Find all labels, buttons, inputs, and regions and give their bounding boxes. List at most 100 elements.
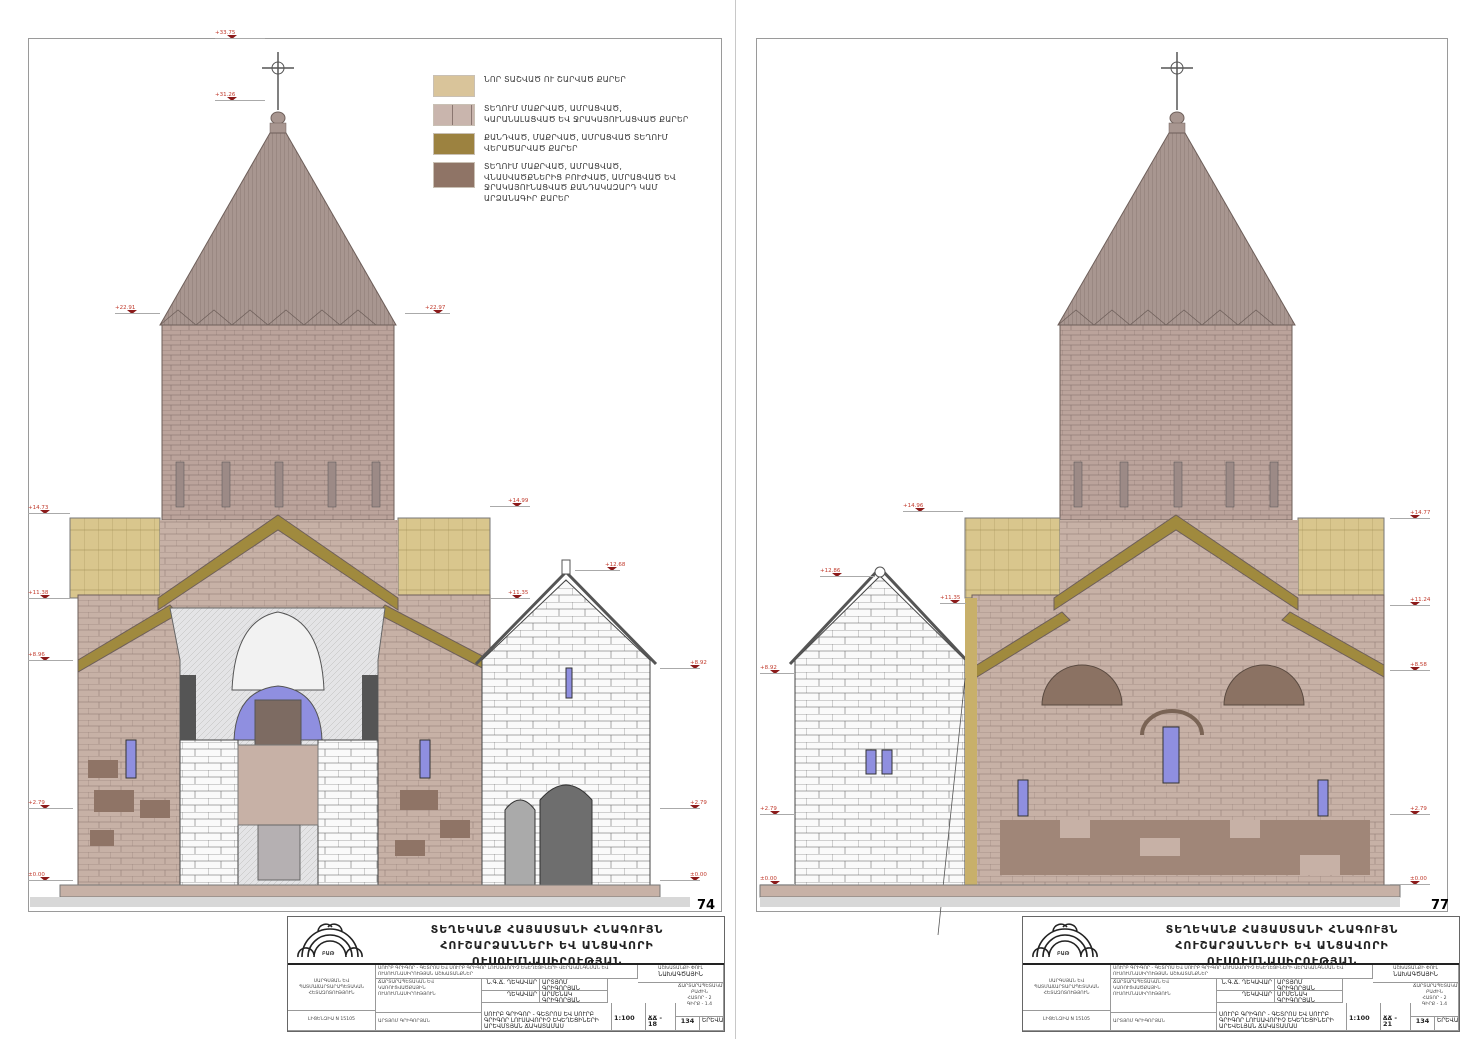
- elevation-marker: +11.38: [28, 590, 70, 599]
- person2-name: ԱՐՄԵՆԱԿ ԳՐԻԳՈՐՅԱՆ: [540, 991, 608, 1003]
- logo-text: ԲԱԹ: [1057, 951, 1070, 957]
- elevation-marker: +8.92: [760, 665, 795, 674]
- elevation-marker: +2.79: [760, 806, 795, 815]
- elevation-marker: ±0.00: [760, 876, 795, 885]
- roles-cell: ՃԱՐՏԱՐԱՊԵՏԱԿԱՆ ԵՎ ԿԱՌՈՒՑՎԱԾՔԱՅԻՆ ՈՒՍՈՒՄՆ…: [376, 979, 482, 1013]
- elevation-marker: +14.73: [28, 505, 70, 514]
- stage-label: ԱՇԽԱՏԱՆՔԻ ՓՈՒԼ: [1393, 966, 1438, 971]
- volume-line: ԲԱԺԻՆ: [691, 990, 708, 995]
- sheet-number: 77: [1431, 898, 1450, 913]
- sheet-number: 74: [697, 898, 716, 913]
- person2-role: ՂԵԿԱՎԱՐ: [1217, 991, 1275, 1003]
- person1-name: ԱՐՏՅՈՄ ԳՐԻԳՈՐՅԱՆ: [1275, 979, 1343, 991]
- person1-role: Ն.Գ.Ճ. ՂԵԿԱՎԱՐ: [1217, 979, 1275, 991]
- legend-label: ՏԵՂՈՒՄ ՄԱՔՐՎԱԾ, ԱՄՐԱՑՎԱԾ, ԿԱՐԱՆԱԼԱՑՎԱԾ Ե…: [484, 104, 689, 124]
- elevation-marker: +2.79: [1390, 806, 1430, 815]
- project-cell: ՍՈՒՐԲ ԳՐԻԳՈՐ - ԳԵՏՐՈՍ ԵՎ ՍՈՒՐԲ ԳՐԻԳՈՐ ԼՈ…: [376, 965, 638, 979]
- license-cell: ԼԻՑԵՆԶԻԱ N 15105: [288, 1011, 376, 1031]
- sheet-code: ՃՃ - 18: [646, 1003, 676, 1031]
- stage-value: ՆԱԽԱԳԾԱՅԻՆ: [658, 972, 703, 978]
- elevation-marker: +11.24: [1390, 597, 1430, 606]
- person1-role: Ն.Գ.Ճ. ՂԵԿԱՎԱՐ: [482, 979, 540, 991]
- cross-icon: [262, 52, 294, 110]
- elevation-marker: +22.97: [405, 305, 450, 314]
- person2-role: ՂԵԿԱՎԱՐ: [482, 991, 540, 1003]
- title-block: ԲԱԹ ՏԵՂԵԿԱՆՔ ՀԱՅԱՍՏԱՆԻ ՀՆԱԳՈՒՅՆ ՀՈՒՇԱՐՁԱ…: [1022, 916, 1460, 1032]
- project-cell: ՍՈՒՐԲ ԳՐԻԳՈՐ - ԳԵՏՐՈՍ ԵՎ ՍՈՒՐԲ ԳՐԻԳՈՐ ԼՈ…: [1111, 965, 1373, 979]
- license-cell: ԼԻՑԵՆԶԻԱ N 15105: [1023, 1011, 1111, 1031]
- elevation-marker: ±0.00: [1390, 876, 1430, 885]
- city: ԵՐԵՎԱՆ: [1435, 1017, 1459, 1031]
- roles-cell: ՃԱՐՏԱՐԱՊԵՏԱԿԱՆ ԵՎ ԿԱՌՈՒՑՎԱԾՔԱՅԻՆ ՈՒՍՈՒՄՆ…: [1111, 979, 1217, 1013]
- legend-swatch: [433, 75, 475, 97]
- east-elevation-drawing: [759, 52, 1401, 936]
- legend: ՆՈՐ ՏԱՇՎԱԾ ՈՒ ՇԱՐՎԱԾ ՔԱՐԵՐ ՏԵՂՈՒՄ ՄԱՔՐՎԱ…: [433, 75, 693, 211]
- legend-swatch: [433, 162, 475, 188]
- volume-line: ԳԻՐՔ - 1.4: [686, 1002, 713, 1007]
- legend-label: ՆՈՐ ՏԱՇՎԱԾ ՈՒ ՇԱՐՎԱԾ ՔԱՐԵՐ: [484, 75, 627, 84]
- scale-value: 1:100: [612, 1003, 646, 1031]
- legend-item-damaged-carved: ՏԵՂՈՒՄ ՄԱՔՐՎԱԾ, ԱՄՐԱՑՎԱԾ, ՎՆԱՍՎԱԾՔՆԵՐԻՑ …: [433, 162, 693, 204]
- author-cell: ԱՐՏՅՈՄ ԳՐԻԳՈՐՅԱՆ: [1111, 1013, 1217, 1031]
- elevation-marker: ±0.00: [28, 872, 73, 881]
- elevation-marker: +14.77: [1390, 510, 1430, 519]
- legend-item-existing-restored: ՏԵՂՈՒՄ ՄԱՔՐՎԱԾ, ԱՄՐԱՑՎԱԾ, ԿԱՐԱՆԱԼԱՑՎԱԾ Ե…: [433, 104, 693, 126]
- legend-item-new-stone: ՆՈՐ ՏԱՇՎԱԾ ՈՒ ՇԱՐՎԱԾ ՔԱՐԵՐ: [433, 75, 693, 97]
- person1-name: ԱՐՏՅՈՄ ԳՐԻԳՈՐՅԱՆ: [540, 979, 608, 991]
- stage-value: ՆԱԽԱԳԾԱՅԻՆ: [1393, 972, 1438, 978]
- elevation-marker: +8.58: [1390, 662, 1430, 671]
- scale-value: 1:100: [1347, 1003, 1381, 1031]
- legend-label: ՔԱՆԴՎԱԾ, ՄԱՔՐՎԱԾ, ԱՄՐԱՑՎԱԾ ՏԵՂՈՒՄ ՎԵՐԱԾԱ…: [484, 133, 669, 153]
- divider: [288, 963, 724, 965]
- org-cell: ՍԱՐԳՍՅԱՆ ԵՎ ՊԱՏՄԱՃԱՐՏԱՐԱՊԵՏԱԿԱՆ ՀԵՏԱԶՈՏՈ…: [1023, 965, 1111, 1011]
- sheet-description: ՍՈՒՐԲ ԳՐԻԳՈՐ - ԳԵՏՐՈՍ ԵՎ ՍՈՒՐԲ ԳՐԻԳՈՐ ԼՈ…: [482, 1003, 612, 1031]
- volume-line: ՃԱՐՏԱՐԱՊԵՏԱԿԱՆ: [678, 984, 724, 989]
- logo-icon: [297, 923, 363, 958]
- volume-line: ԳԻՐՔ - 1.4: [1421, 1002, 1448, 1007]
- logo-text: ԲԱԹ: [322, 951, 335, 957]
- legend-swatch: [433, 133, 475, 155]
- volume-cell: ՃԱՐՏԱՐԱՊԵՏԱԿԱՆ ԲԱԺԻՆ ՀԱՏՈՐ - 2 ԳԻՐՔ - 1.…: [676, 983, 724, 1017]
- elevation-marker: +14.99: [490, 498, 530, 507]
- volume-line: ՃԱՐՏԱՐԱՊԵՏԱԿԱՆ: [1413, 984, 1459, 989]
- org-cell: ՍԱՐԳՍՅԱՆ ԵՎ ՊԱՏՄԱՃԱՐՏԱՐԱՊԵՏԱԿԱՆ ՀԵՏԱԶՈՏՈ…: [288, 965, 376, 1011]
- elevation-marker: +14.96: [903, 503, 963, 512]
- logo-icon: [1032, 923, 1098, 958]
- person2-name: ԱՐՄԵՆԱԿ ԳՐԻԳՈՐՅԱՆ: [1275, 991, 1343, 1003]
- elevation-marker: +11.35: [940, 595, 966, 604]
- drawing-sheet-right: ՍՈՒՐԲ ԳՐԻԳՈՐ-ՊԵՏՐՈՍ ԵՎ ՍՈՒՐԲ ԳՐԻԳՈՐ ԼՈՒՍ…: [736, 0, 1470, 1039]
- elevation-marker: +11.35: [490, 590, 530, 599]
- elevation-marker: ±0.00: [660, 872, 707, 881]
- title-block: ԲԱԹ ՏԵՂԵԿԱՆՔ ՀԱՅԱՍՏԱՆԻ ՀՆԱԳՈՒՅՆ ՀՈՒՇԱՐՁԱ…: [287, 916, 725, 1032]
- cross-icon: [1161, 52, 1193, 110]
- volume-line: ԲԱԺԻՆ: [1426, 990, 1443, 995]
- elevation-marker: +22.91: [115, 305, 160, 314]
- elevation-marker: +33.75: [215, 30, 265, 39]
- legend-swatch: [433, 104, 475, 126]
- elevation-marker: +2.79: [28, 800, 73, 809]
- drawing-frame: [28, 38, 722, 912]
- legend-label: ՏԵՂՈՒՄ ՄԱՔՐՎԱԾ, ԱՄՐԱՑՎԱԾ, ՎՆԱՍՎԱԾՔՆԵՐԻՑ …: [484, 162, 676, 203]
- total-sheets: 134: [1411, 1017, 1435, 1031]
- volume-line: ՀԱՏՈՐ - 2: [687, 996, 712, 1001]
- volume-line: ՀԱՏՈՐ - 2: [1422, 996, 1447, 1001]
- city: ԵՐԵՎԱՆ: [700, 1017, 724, 1031]
- sheet-description: ՍՈՒՐԲ ԳՐԻԳՈՐ - ԳԵՏՐՈՍ ԵՎ ՍՈՒՐԲ ԳՐԻԳՈՐ ԼՈ…: [1217, 1003, 1347, 1031]
- divider: [1023, 963, 1459, 965]
- elevation-marker: +12.86: [820, 568, 875, 577]
- elevation-marker: +2.79: [660, 800, 707, 809]
- elevation-marker: +8.92: [660, 660, 707, 669]
- volume-cell: ՃԱՐՏԱՐԱՊԵՏԱԿԱՆ ԲԱԺԻՆ ՀԱՏՈՐ - 2 ԳԻՐՔ - 1.…: [1411, 983, 1459, 1017]
- elevation-marker: +12.68: [575, 562, 625, 571]
- stage-label: ԱՇԽԱՏԱՆՔԻ ՓՈՒԼ: [658, 966, 703, 971]
- drawing-frame: [756, 38, 1448, 912]
- west-elevation-drawing: [30, 52, 690, 907]
- legend-item-dismantled-rebuilt: ՔԱՆԴՎԱԾ, ՄԱՔՐՎԱԾ, ԱՄՐԱՑՎԱԾ ՏԵՂՈՒՄ ՎԵՐԱԾԱ…: [433, 133, 693, 155]
- drawing-sheet-left: ՆՈՐ ՏԱՇՎԱԾ ՈՒ ՇԱՐՎԱԾ ՔԱՐԵՐ ՏԵՂՈՒՄ ՄԱՔՐՎԱ…: [28, 0, 736, 1039]
- elevation-marker: +31.26: [215, 92, 265, 101]
- elevation-marker: +8.96: [28, 652, 73, 661]
- sheet-code: ՃՃ - 21: [1381, 1003, 1411, 1031]
- author-cell: ԱՐՏՅՈՄ ԳՐԻԳՈՐՅԱՆ: [376, 1013, 482, 1031]
